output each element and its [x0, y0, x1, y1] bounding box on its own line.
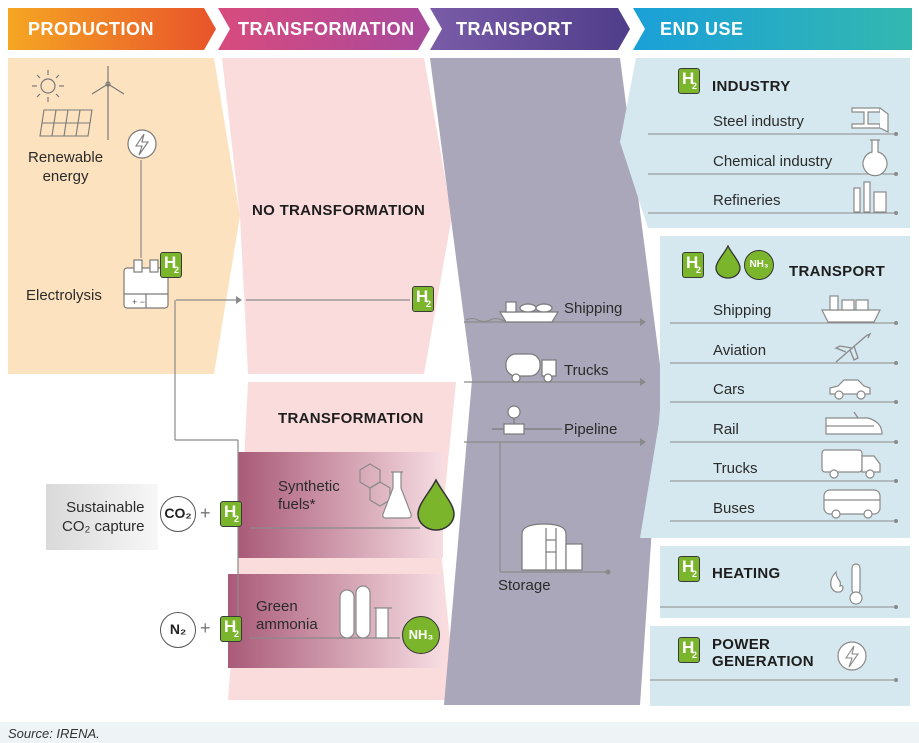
sun-icon: [32, 70, 64, 102]
transformation-title: TRANSFORMATION: [278, 410, 424, 427]
heating-title: HEATING: [712, 565, 781, 582]
car-icon: [829, 379, 871, 400]
synthetic-fuels-label: Synthetic fuels*: [278, 478, 340, 513]
co2-capture-label: Sustainable CO₂ capture: [62, 499, 145, 535]
nh3-circle-transport: NH₃: [744, 250, 774, 280]
header-production: PRODUCTION: [28, 19, 154, 39]
n2-circle: N₂: [160, 612, 196, 648]
chemical-flask-icon: [862, 139, 888, 177]
power-generation-title: POWER GENERATION: [712, 636, 814, 670]
flame-thermometer-icon: [830, 563, 863, 605]
industry-title: INDUSTRY: [712, 78, 791, 95]
refinery-icon: [853, 181, 887, 213]
end-use-aviation: Aviation: [713, 342, 767, 359]
solar-panel-icon: [39, 109, 93, 137]
train-icon: [825, 411, 883, 435]
storage-tank-icon: [521, 523, 583, 571]
transport-trucks-label: Trucks: [564, 362, 609, 379]
transport-pipeline-label: Pipeline: [564, 421, 618, 438]
airplane-icon: [834, 332, 872, 363]
header-transformation-shape: [218, 8, 430, 50]
header-end-use: END USE: [660, 19, 744, 39]
wind-turbine-icon: [91, 66, 125, 140]
nh3-circle: NH₃: [402, 616, 440, 654]
plus-sign-co2: +: [200, 503, 211, 523]
end-use-steel-industry: Steel industry: [713, 113, 804, 130]
electrolysis-label: Electrolysis: [26, 287, 102, 304]
electrolyser-icon: + −: [123, 259, 169, 309]
tanker-truck-icon: [505, 353, 557, 383]
end-use-refineries: Refineries: [713, 192, 781, 209]
co2-circle: CO₂: [160, 496, 196, 532]
header-transformation: TRANSFORMATION: [238, 19, 415, 39]
molecule-icon: [359, 463, 391, 507]
synthetic-fuel-drop-icon: [417, 478, 455, 531]
end-use-chemical-industry: Chemical industry: [713, 153, 833, 170]
transport-storage-label: Storage: [498, 577, 551, 594]
lightning-icon: [127, 129, 157, 159]
cargo-ship-icon: [821, 295, 881, 323]
ship-icon: [498, 301, 560, 323]
header-transport: TRANSPORT: [456, 19, 573, 39]
svg-text:+ −: + −: [132, 297, 145, 307]
end-use-cars: Cars: [713, 381, 745, 398]
renewable-energy-label: Renewable energy: [28, 149, 104, 185]
truck-icon: [821, 449, 881, 479]
ammonia-plant-icon: [339, 585, 392, 639]
transport-end-use-title: TRANSPORT: [789, 263, 886, 280]
green-ammonia-label: Green ammonia: [256, 598, 318, 633]
no-transformation-title: NO TRANSFORMATION: [252, 202, 426, 219]
header-production-shape: [8, 8, 216, 50]
header-transport-shape: [430, 8, 630, 50]
steel-beam-icon: [851, 107, 889, 133]
header-end-use-shape: [633, 8, 912, 50]
fuel-drop-icon-transport: [715, 244, 741, 279]
pipeline-icon: [492, 405, 562, 435]
end-use-shipping: Shipping: [713, 302, 772, 319]
end-use-buses: Buses: [713, 500, 755, 517]
plus-sign-n2: +: [200, 618, 211, 638]
end-use-trucks: Trucks: [713, 460, 758, 477]
power-lightning-icon: [837, 641, 867, 671]
flask-icon: [382, 471, 412, 519]
source-note: Source: IRENA.: [8, 726, 100, 741]
end-use-rail: Rail: [713, 421, 739, 438]
transport-shipping-label: Shipping: [564, 300, 623, 317]
bus-icon: [823, 489, 881, 519]
